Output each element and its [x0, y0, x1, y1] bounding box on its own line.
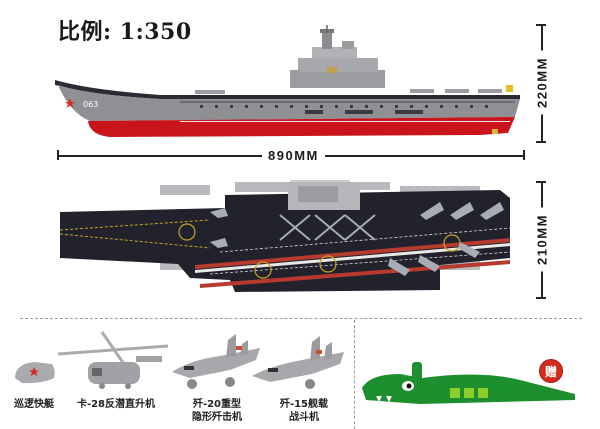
- accessory-label-helicopter: 卡-28反潜直升机: [76, 399, 156, 410]
- accessory-label-j20-line1: 歼-20重型: [192, 399, 242, 410]
- length-label: 890MM: [262, 148, 325, 163]
- accessory-label-j20-line2: 隐形歼击机: [192, 412, 242, 423]
- section-divider: [20, 318, 582, 319]
- scale-title: 比例: 1:350: [58, 19, 192, 45]
- accessory-label-j15: 歼-15舰载 战斗机: [258, 398, 350, 424]
- accessory-label-j15-line1: 歼-15舰载: [279, 399, 329, 410]
- height-label: 220MM: [534, 50, 550, 115]
- helicopter-model: [58, 331, 169, 389]
- gift-badge: 赠: [539, 359, 563, 383]
- length-cap-left: [57, 150, 59, 160]
- carrier-side-view: 063: [55, 25, 520, 137]
- accessory-label-j20: 歼-20重型 隐形歼击机: [170, 398, 264, 424]
- width-label: 210MM: [534, 207, 550, 272]
- svg-text:063: 063: [83, 100, 98, 109]
- height-cap-bottom: [536, 141, 546, 143]
- j20-fighter-model: [172, 334, 260, 389]
- width-cap-bottom: [536, 297, 546, 299]
- length-cap-right: [523, 150, 525, 160]
- crocodile-bonus-model: [362, 362, 575, 404]
- carrier-deck-view: [60, 180, 511, 292]
- bonus-divider: [354, 320, 355, 429]
- j15-fighter-model: [252, 336, 344, 389]
- accessory-label-patrol-boat: 巡逻快艇: [14, 399, 54, 410]
- patrol-boat-model: [15, 362, 55, 384]
- accessory-label-j15-line2: 战斗机: [289, 412, 319, 423]
- island-superstructure: [290, 25, 385, 88]
- width-cap-top: [536, 181, 546, 183]
- height-cap-top: [536, 24, 546, 26]
